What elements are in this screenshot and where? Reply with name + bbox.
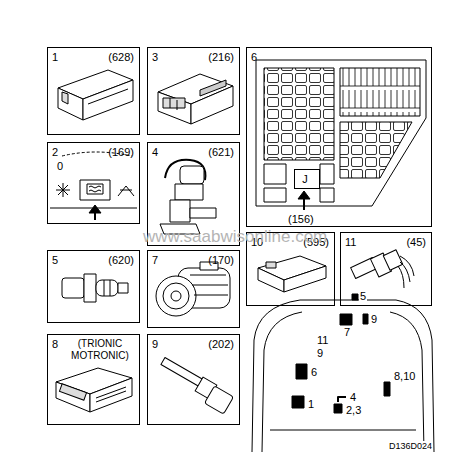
part-code: (202)	[208, 338, 234, 350]
callout-number: 7	[343, 326, 351, 338]
callout-number: 6	[310, 366, 318, 378]
fuse-position-box: J	[294, 169, 320, 189]
part-code: (156)	[288, 213, 314, 225]
part-code: (628)	[108, 51, 134, 63]
panel-number: 1	[52, 51, 58, 63]
watermark: www.saabwisonline.com	[142, 227, 328, 246]
engine-control-module	[56, 368, 132, 412]
panel-number: 2	[52, 146, 58, 158]
part-panel: 8 (TRIONIC MOTRONIC)	[47, 334, 140, 425]
ac-compressor	[156, 262, 230, 316]
panel-number: 8	[52, 338, 58, 350]
fuse-letter: J	[295, 173, 315, 185]
callout-number: 2,3	[345, 404, 362, 416]
part-code: (620)	[108, 254, 134, 266]
part-panel: 1 (628)	[47, 47, 140, 135]
panel-number: 11	[345, 236, 356, 248]
callout-number: 9	[370, 313, 378, 325]
callout-number: 5	[359, 290, 367, 302]
control-module	[58, 70, 133, 120]
callout-number: 8,10	[393, 370, 416, 382]
part-panel: 7 (170)	[147, 250, 240, 328]
part-panel: 2 0 (169)	[47, 142, 140, 224]
part-panel: 6 (156) J	[246, 47, 432, 227]
panel-number: 9	[152, 338, 158, 350]
panel-number: 5	[52, 254, 58, 266]
car-outline	[252, 294, 434, 452]
panel-number: 7	[152, 254, 158, 266]
part-code: (216)	[208, 51, 234, 63]
part-panel: 5 (620)	[47, 250, 140, 323]
panel-number: 6	[251, 51, 257, 63]
temperature-sensor	[351, 250, 414, 288]
climate-control-unit	[158, 74, 233, 124]
figure-id: D136D024	[388, 441, 433, 452]
part-code: (169)	[108, 146, 134, 158]
callout-number: 9	[316, 347, 324, 359]
ac-switch-panel	[50, 152, 137, 220]
panel-number: 4	[152, 146, 158, 158]
callout-number: 11	[316, 334, 329, 346]
part-panel: 11 (45)	[340, 232, 432, 306]
callout-number: 1	[307, 398, 315, 410]
part-code: (45)	[406, 236, 426, 248]
pressure-switch	[62, 274, 128, 302]
part-code: (621)	[208, 146, 234, 158]
part-code: (TRIONIC MOTRONIC)	[66, 338, 134, 362]
callout-number: 4	[349, 391, 357, 403]
part-panel: 9 (202)	[147, 334, 240, 425]
coolant-sensor	[161, 358, 234, 415]
part-panel: 3 (216)	[147, 47, 240, 135]
sensor	[160, 160, 216, 234]
fuse-box	[256, 60, 426, 210]
panel-number: 3	[152, 51, 158, 63]
control-module	[258, 256, 326, 292]
part-code: 0	[57, 160, 63, 172]
part-code: (170)	[208, 254, 234, 266]
